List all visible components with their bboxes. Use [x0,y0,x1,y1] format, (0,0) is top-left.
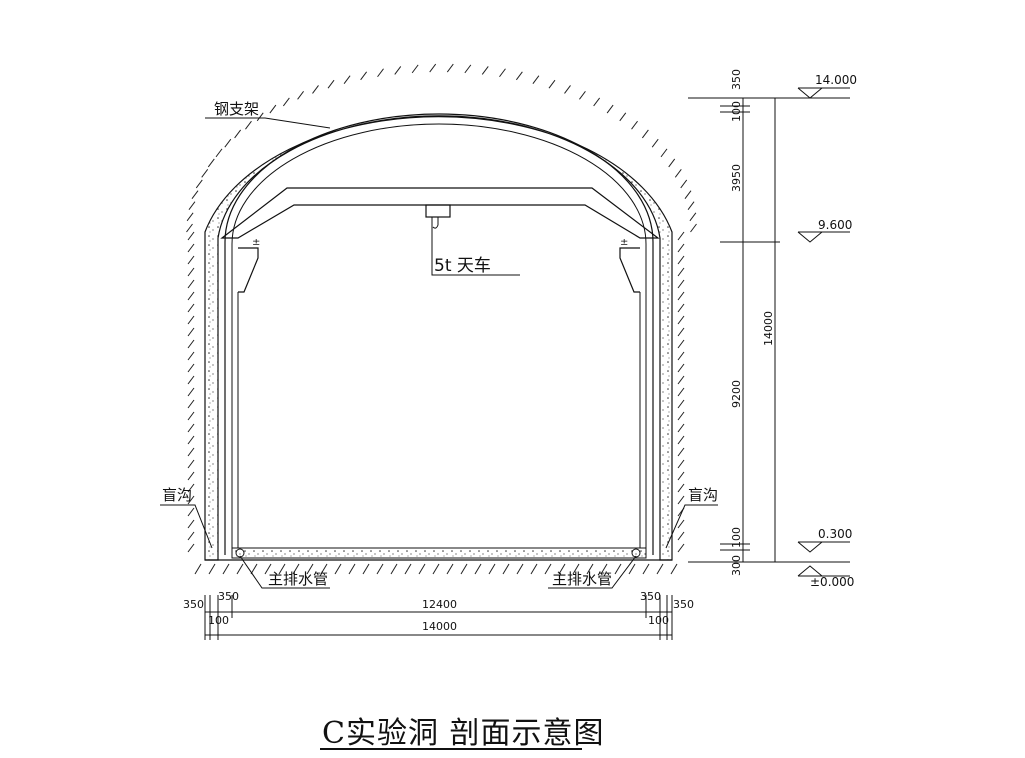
dim-v-350: 350 [730,69,743,90]
dim-h-350-a: 350 [183,598,204,611]
crane-hoist [425,204,451,218]
left-corbel [238,247,259,293]
rail-left-icon: ± [252,237,260,248]
steel-support-label: 钢支架 [214,100,259,118]
dim-v-9200: 9200 [730,380,743,408]
elevation-9600: 9.600 [818,218,852,232]
elevation-0300: 0.300 [818,527,852,541]
elevation-14000: 14.000 [815,73,857,87]
dim-h-350-d: 350 [673,598,694,611]
hook-icon [432,217,439,229]
main-drain-left-label: 主排水管 [268,570,328,588]
dim-v-300: 300 [730,555,743,576]
drawing-title: C实验洞 剖面示意图 [322,716,605,751]
blind-ditch-left-label: 盲沟 [162,486,192,504]
drawing-title-block: C实验洞 剖面示意图 [300,706,640,751]
dim-v-3950: 3950 [730,164,743,192]
right-corbel [619,247,640,293]
concrete-lining [204,115,673,561]
floor-slab [231,547,647,559]
dim-v-100-bottom: 100 [730,527,743,548]
title-underline [320,748,582,750]
crane-frame [220,187,660,239]
right-drain-pipe [631,548,641,558]
dim-h-100-a: 100 [208,614,229,627]
ground-hatching [194,563,678,575]
vertical-dimensions [688,97,850,563]
elevation-markers [797,87,850,577]
dim-h-12400: 12400 [422,598,457,611]
dim-v-100-top: 100 [730,101,743,122]
dim-h-350-c: 350 [640,590,661,603]
dim-h-100-b: 100 [648,614,669,627]
horizontal-dimensions [204,595,673,640]
main-drain-right-label: 主排水管 [552,570,612,588]
blind-ditch-right-label: 盲沟 [688,486,718,504]
dim-v-14000: 14000 [762,311,775,346]
dim-h-350-b: 350 [218,590,239,603]
inner-lining [224,113,654,555]
rail-right-icon: ± [620,237,628,248]
elevation-0000: ±0.000 [810,575,854,589]
rock-hatching [186,63,697,553]
crane-label: 5t 天车 [434,256,491,276]
inner-lining-2 [231,123,647,555]
dim-h-14000: 14000 [422,620,457,633]
left-drain-pipe [235,548,245,558]
